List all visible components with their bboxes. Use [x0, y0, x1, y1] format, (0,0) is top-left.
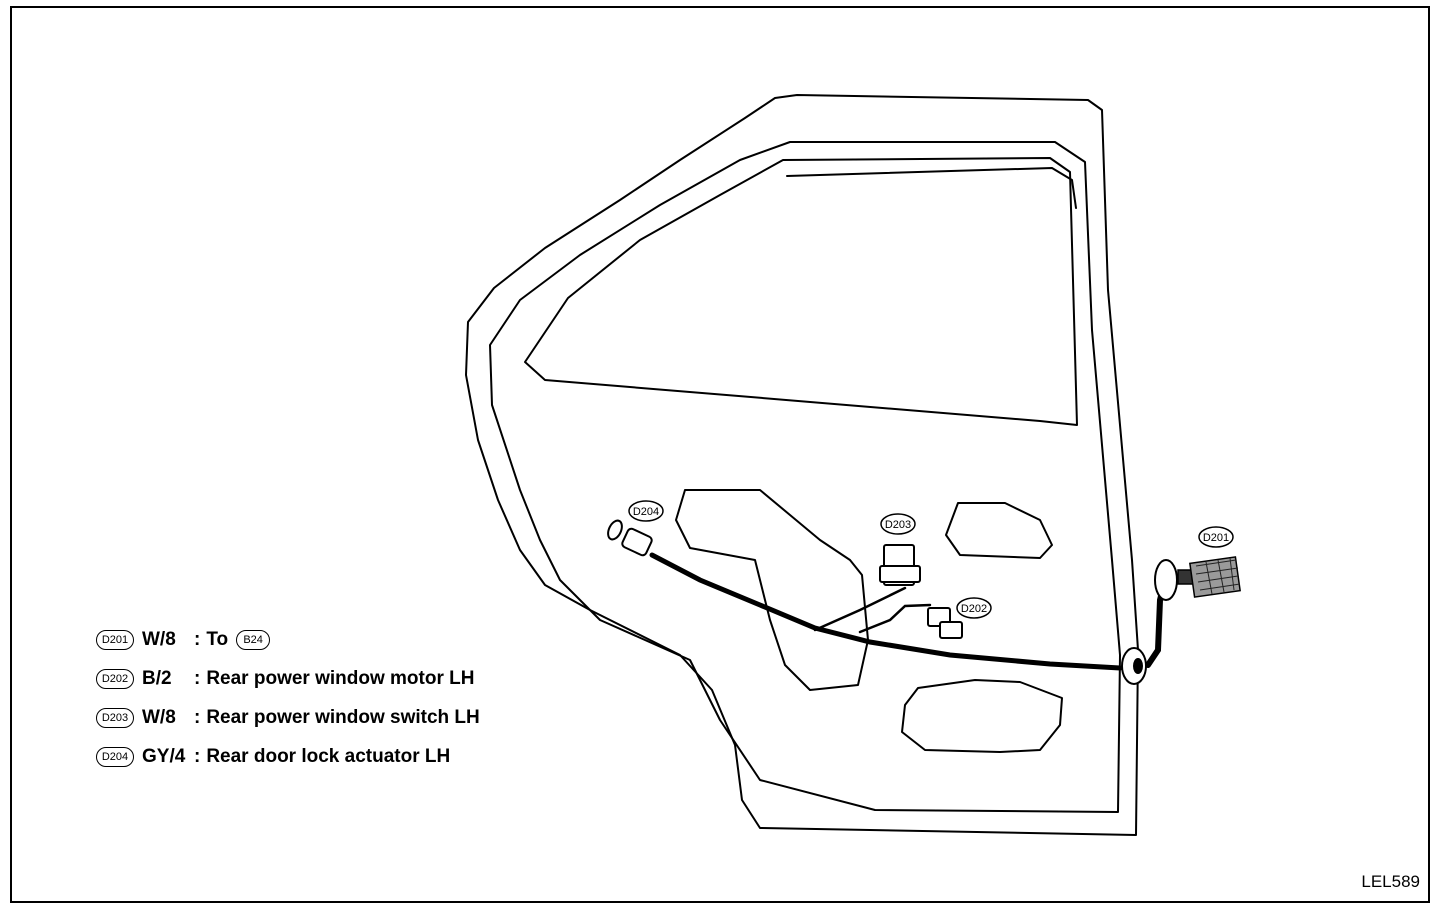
legend-desc-d201: To [206, 628, 229, 650]
main-harness-wire [649, 552, 1123, 671]
connector-legend: D201 W/8 : To B24 D202 B/2 : Rear power … [96, 620, 480, 776]
diagram-frame [10, 6, 1430, 903]
access-hole-left [675, 489, 869, 691]
svg-text:D202: D202 [961, 603, 987, 615]
legend-desc-d203: Rear power window switch LH [206, 706, 480, 728]
legend-badge-d202: D202 [96, 668, 134, 689]
legend-badge-d203: D203 [96, 707, 134, 728]
harness-branch-d202 [858, 603, 932, 634]
legend-row-d201: D201 W/8 : To B24 [96, 620, 480, 659]
legend-separator: : [194, 628, 201, 650]
legend-code-d202: B/2 [142, 667, 172, 689]
legend-desc-d204: Rear door lock actuator LH [206, 745, 451, 767]
svg-text:D203: D203 [885, 519, 911, 531]
access-hole-lower-right [901, 679, 1063, 753]
callout-d204: D204 [628, 500, 664, 522]
legend-badge-d204: D204 [96, 746, 134, 767]
harness-branch-d203 [813, 586, 907, 632]
connector-d204-body [607, 519, 653, 557]
legend-code-d203: W/8 [142, 706, 176, 728]
svg-text:D201: D201 [1203, 532, 1229, 544]
window-inner-outline [786, 167, 1077, 209]
legend-row-d202: D202 B/2 : Rear power window motor LH [96, 659, 480, 698]
callout-d203: D203 [880, 513, 916, 535]
access-hole-upper-right [945, 502, 1053, 559]
legend-separator: : [194, 667, 201, 689]
legend-badge-d201: D201 [96, 629, 134, 650]
window-outer-outline [524, 157, 1078, 426]
callout-d201: D201 [1198, 526, 1234, 548]
figure-id: LEL589 [1361, 872, 1420, 891]
legend-code-d204: GY/4 [142, 745, 186, 767]
legend-ref-b24: B24 [236, 629, 271, 650]
connector-d201-body [1177, 556, 1241, 598]
callout-d202: D202 [956, 597, 992, 619]
legend-code-d201: W/8 [142, 628, 176, 650]
door-inner-outline [489, 141, 1121, 813]
connector-d202-body [927, 607, 963, 639]
svg-text:D204: D204 [633, 506, 659, 518]
connector-d203-body [879, 544, 921, 586]
grommet-upper [1154, 559, 1178, 601]
legend-desc-d202: Rear power window motor LH [206, 667, 475, 689]
door-outer-outline [465, 94, 1139, 836]
legend-row-d203: D203 W/8 : Rear power window switch LH [96, 698, 480, 737]
legend-separator: : [194, 745, 201, 767]
legend-row-d204: D204 GY/4 : Rear door lock actuator LH [96, 737, 480, 776]
legend-separator: : [194, 706, 201, 728]
grommet-lower [1121, 647, 1147, 685]
